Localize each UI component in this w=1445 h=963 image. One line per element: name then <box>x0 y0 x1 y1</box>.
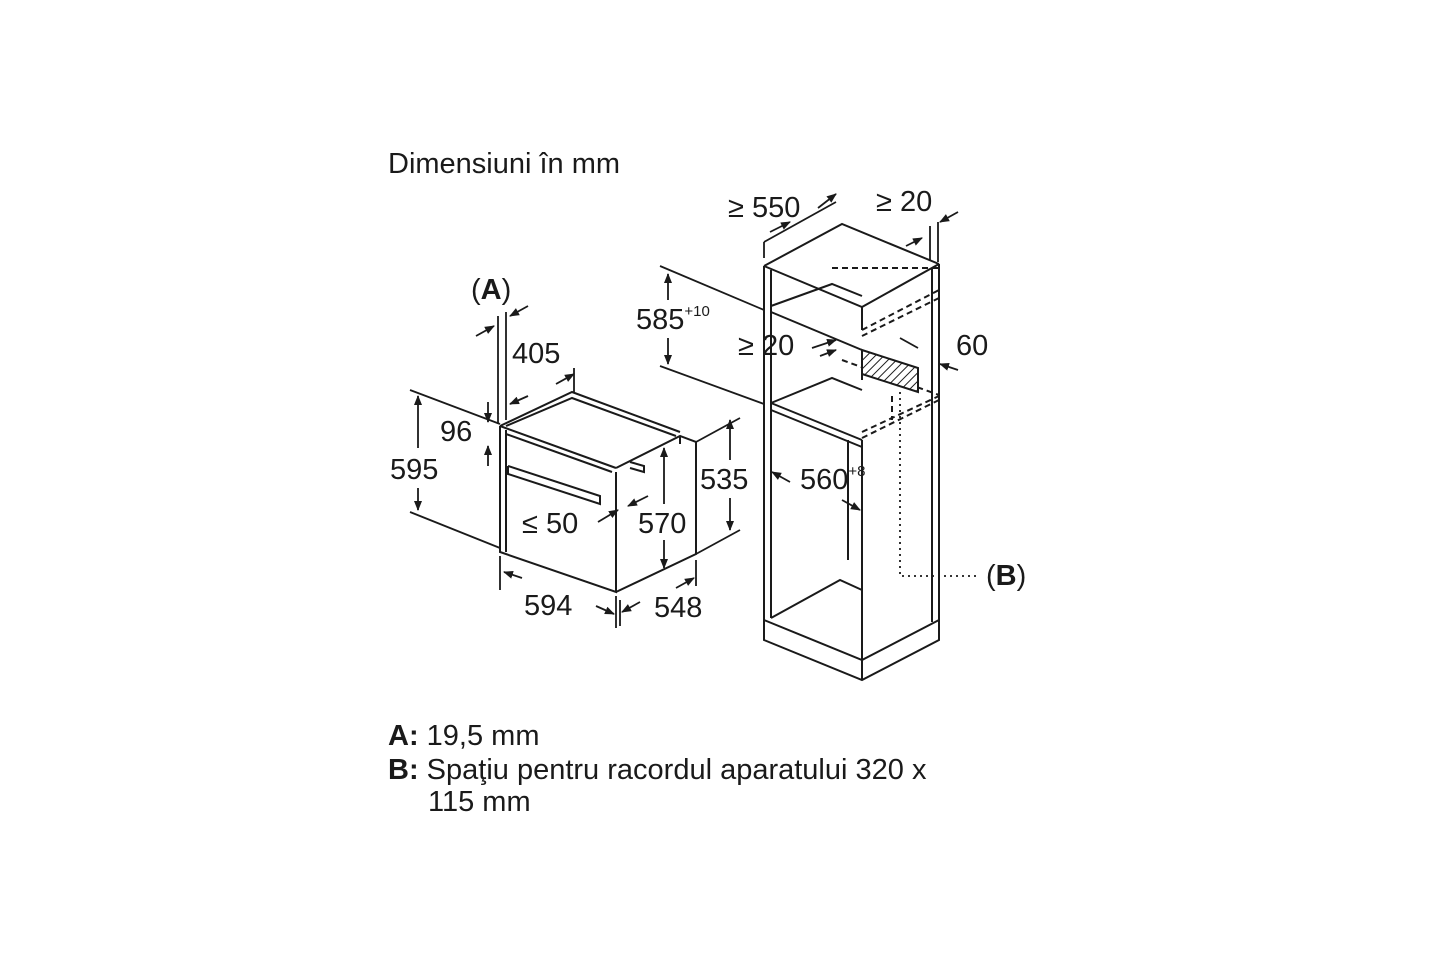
diagram-title: Dimensiuni în mm <box>388 148 621 180</box>
legend-key: B: <box>388 754 419 786</box>
legend-row-B: B: Spaţiu pentru racordul aparatului 320… <box>388 756 926 785</box>
label-A-open: ( <box>471 274 481 306</box>
label-B-letter: B <box>995 560 1017 592</box>
label-cabinet-top-gap: ≥ 20 <box>738 330 795 362</box>
label-cabinet-height-tolerance: +10 <box>684 303 710 320</box>
label-cabinet-width-value: 560 <box>800 464 849 496</box>
label-A: (A) <box>471 276 511 305</box>
label-B: (B) <box>986 562 1026 591</box>
label-oven-96: 96 <box>440 416 473 448</box>
label-A-letter: A <box>480 274 502 306</box>
label-cabinet-height-value: 585 <box>636 304 685 336</box>
label-oven-595: 595 <box>390 454 439 486</box>
legend-key: A: <box>388 720 419 752</box>
label-cabinet-rear-gap: ≥ 20 <box>876 186 933 218</box>
legend-text: 115 mm <box>428 786 531 818</box>
cabinet-dimension-lines <box>660 194 980 576</box>
label-oven-594: 594 <box>524 590 573 622</box>
label-A-close: ) <box>501 274 512 306</box>
label-oven-570: 570 <box>638 508 687 540</box>
label-cabinet-width-tolerance: +8 <box>848 463 866 480</box>
legend-row-A: A: 19,5 mm <box>388 722 540 751</box>
label-cabinet-height: 585+10 <box>636 303 710 336</box>
label-B-close: ) <box>1016 560 1027 592</box>
label-cabinet-depth: ≥ 550 <box>728 192 801 224</box>
cabinet-drawing <box>764 224 939 680</box>
label-oven-535: 535 <box>700 464 749 496</box>
label-B-open: ( <box>986 560 996 592</box>
legend-row-B-cont: 115 mm <box>428 788 531 817</box>
oven-dimension-lines <box>410 306 740 628</box>
legend-text: Spaţiu pentru racordul aparatului 320 x <box>426 754 927 786</box>
label-oven-548: 548 <box>654 592 703 624</box>
vent-hatch <box>862 350 918 392</box>
label-oven-50: ≤ 50 <box>522 508 579 540</box>
label-oven-405: 405 <box>512 338 561 370</box>
oven-drawing <box>500 392 696 592</box>
label-cabinet-width: 560+8 <box>800 463 866 496</box>
label-cabinet-vent: 60 <box>956 330 989 362</box>
legend-text: 19,5 mm <box>426 720 540 752</box>
